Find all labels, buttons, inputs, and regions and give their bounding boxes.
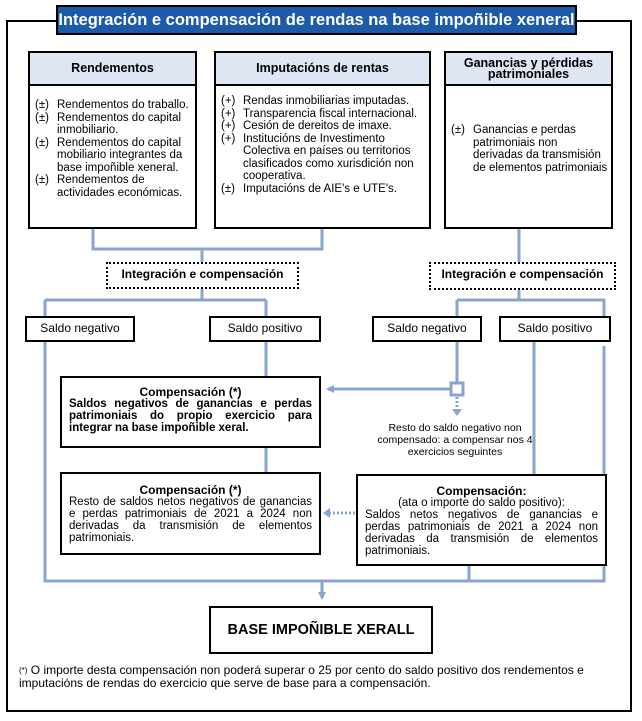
saldo-negativo-right: Saldo negativo bbox=[372, 316, 482, 342]
integracion-left-box: Integración e compensación bbox=[106, 262, 299, 289]
list-item: (±)Rendementos de actividades económicas… bbox=[35, 174, 183, 199]
saldo-positivo-left: Saldo positivo bbox=[209, 316, 321, 342]
compensacion-box-1: Compensación (*) Saldos negativos de gan… bbox=[60, 376, 321, 448]
rendementos-list: (±)Rendementos do traballo. (±)Rendement… bbox=[35, 99, 192, 199]
footnote: (*) O importe desta compensación non pod… bbox=[19, 664, 625, 690]
diagram-title: Integración e compensación de rendas na … bbox=[56, 5, 577, 35]
imputacions-header: Imputacións de rentas bbox=[216, 53, 429, 86]
compensacion-3-subtitle: (ata o importe do saldo positivo): bbox=[398, 497, 565, 509]
rendementos-box: Rendementos (±)Rendementos do traballo. … bbox=[28, 51, 197, 229]
compensacion-box-2: Compensación (*) Resto de saldos netos n… bbox=[60, 472, 321, 555]
list-item: (+)Institucións de Investimento Colectiv… bbox=[221, 132, 414, 183]
list-item: (+)Rendas inmobiliarias imputadas. bbox=[221, 95, 410, 107]
compensacion-2-title: Compensación (*) bbox=[139, 483, 242, 497]
rendementos-header: Rendementos bbox=[30, 53, 195, 86]
list-item: (+)Cesión de dereitos de imaxe. bbox=[221, 120, 392, 132]
compensacion-3-text: Saldos netos negativos de ganancias e pe… bbox=[365, 509, 598, 557]
integracion-right-box: Integración e compensación bbox=[429, 262, 616, 290]
list-item: (±)Rendementos do traballo. bbox=[35, 99, 189, 111]
base-imponible-box: BASE IMPOÑIBLE XERALL bbox=[209, 606, 433, 654]
list-item: (±)Rendementos do capital inmobiliario. bbox=[35, 111, 182, 137]
imputacions-box: Imputacións de rentas (+)Rendas inmobili… bbox=[214, 51, 431, 229]
footnote-text: O importe desta compensación non poderá … bbox=[19, 663, 584, 690]
ganancias-list: (±)Ganancias e perdas patrimoniais non d… bbox=[451, 124, 608, 174]
list-item: (±)Rendementos do capital mobiliario int… bbox=[35, 136, 183, 174]
saldo-positivo-right: Saldo positivo bbox=[499, 316, 611, 342]
compensacion-2-text: Resto de saldos netos negativos de ganan… bbox=[69, 496, 312, 544]
list-item: (+)Transparencia fiscal internacional. bbox=[221, 107, 418, 120]
compensacion-1-text: Saldos negativos de ganancias e perdas p… bbox=[69, 398, 312, 434]
resto-note: Resto do saldo negativo non compensado: … bbox=[377, 422, 533, 458]
imputacions-list: (+)Rendas inmobiliarias imputadas. (+)Tr… bbox=[221, 95, 426, 195]
compensacion-box-3: Compensación: (ata o importe do saldo po… bbox=[356, 474, 607, 566]
ganancias-header: Ganancias y pérdidas patrimoniales bbox=[446, 53, 611, 86]
ganancias-box: Ganancias y pérdidas patrimoniales (±)Ga… bbox=[444, 51, 613, 229]
compensacion-1-title: Compensación (*) bbox=[139, 385, 242, 399]
list-item: (±)Ganancias e perdas patrimoniais non d… bbox=[451, 124, 608, 174]
footnote-mark: (*) bbox=[19, 666, 28, 675]
saldo-negativo-left: Saldo negativo bbox=[25, 316, 135, 342]
compensacion-3-title: Compensación: bbox=[436, 484, 527, 498]
list-item: (±)Imputacións de AIE's e UTE's. bbox=[221, 182, 397, 195]
